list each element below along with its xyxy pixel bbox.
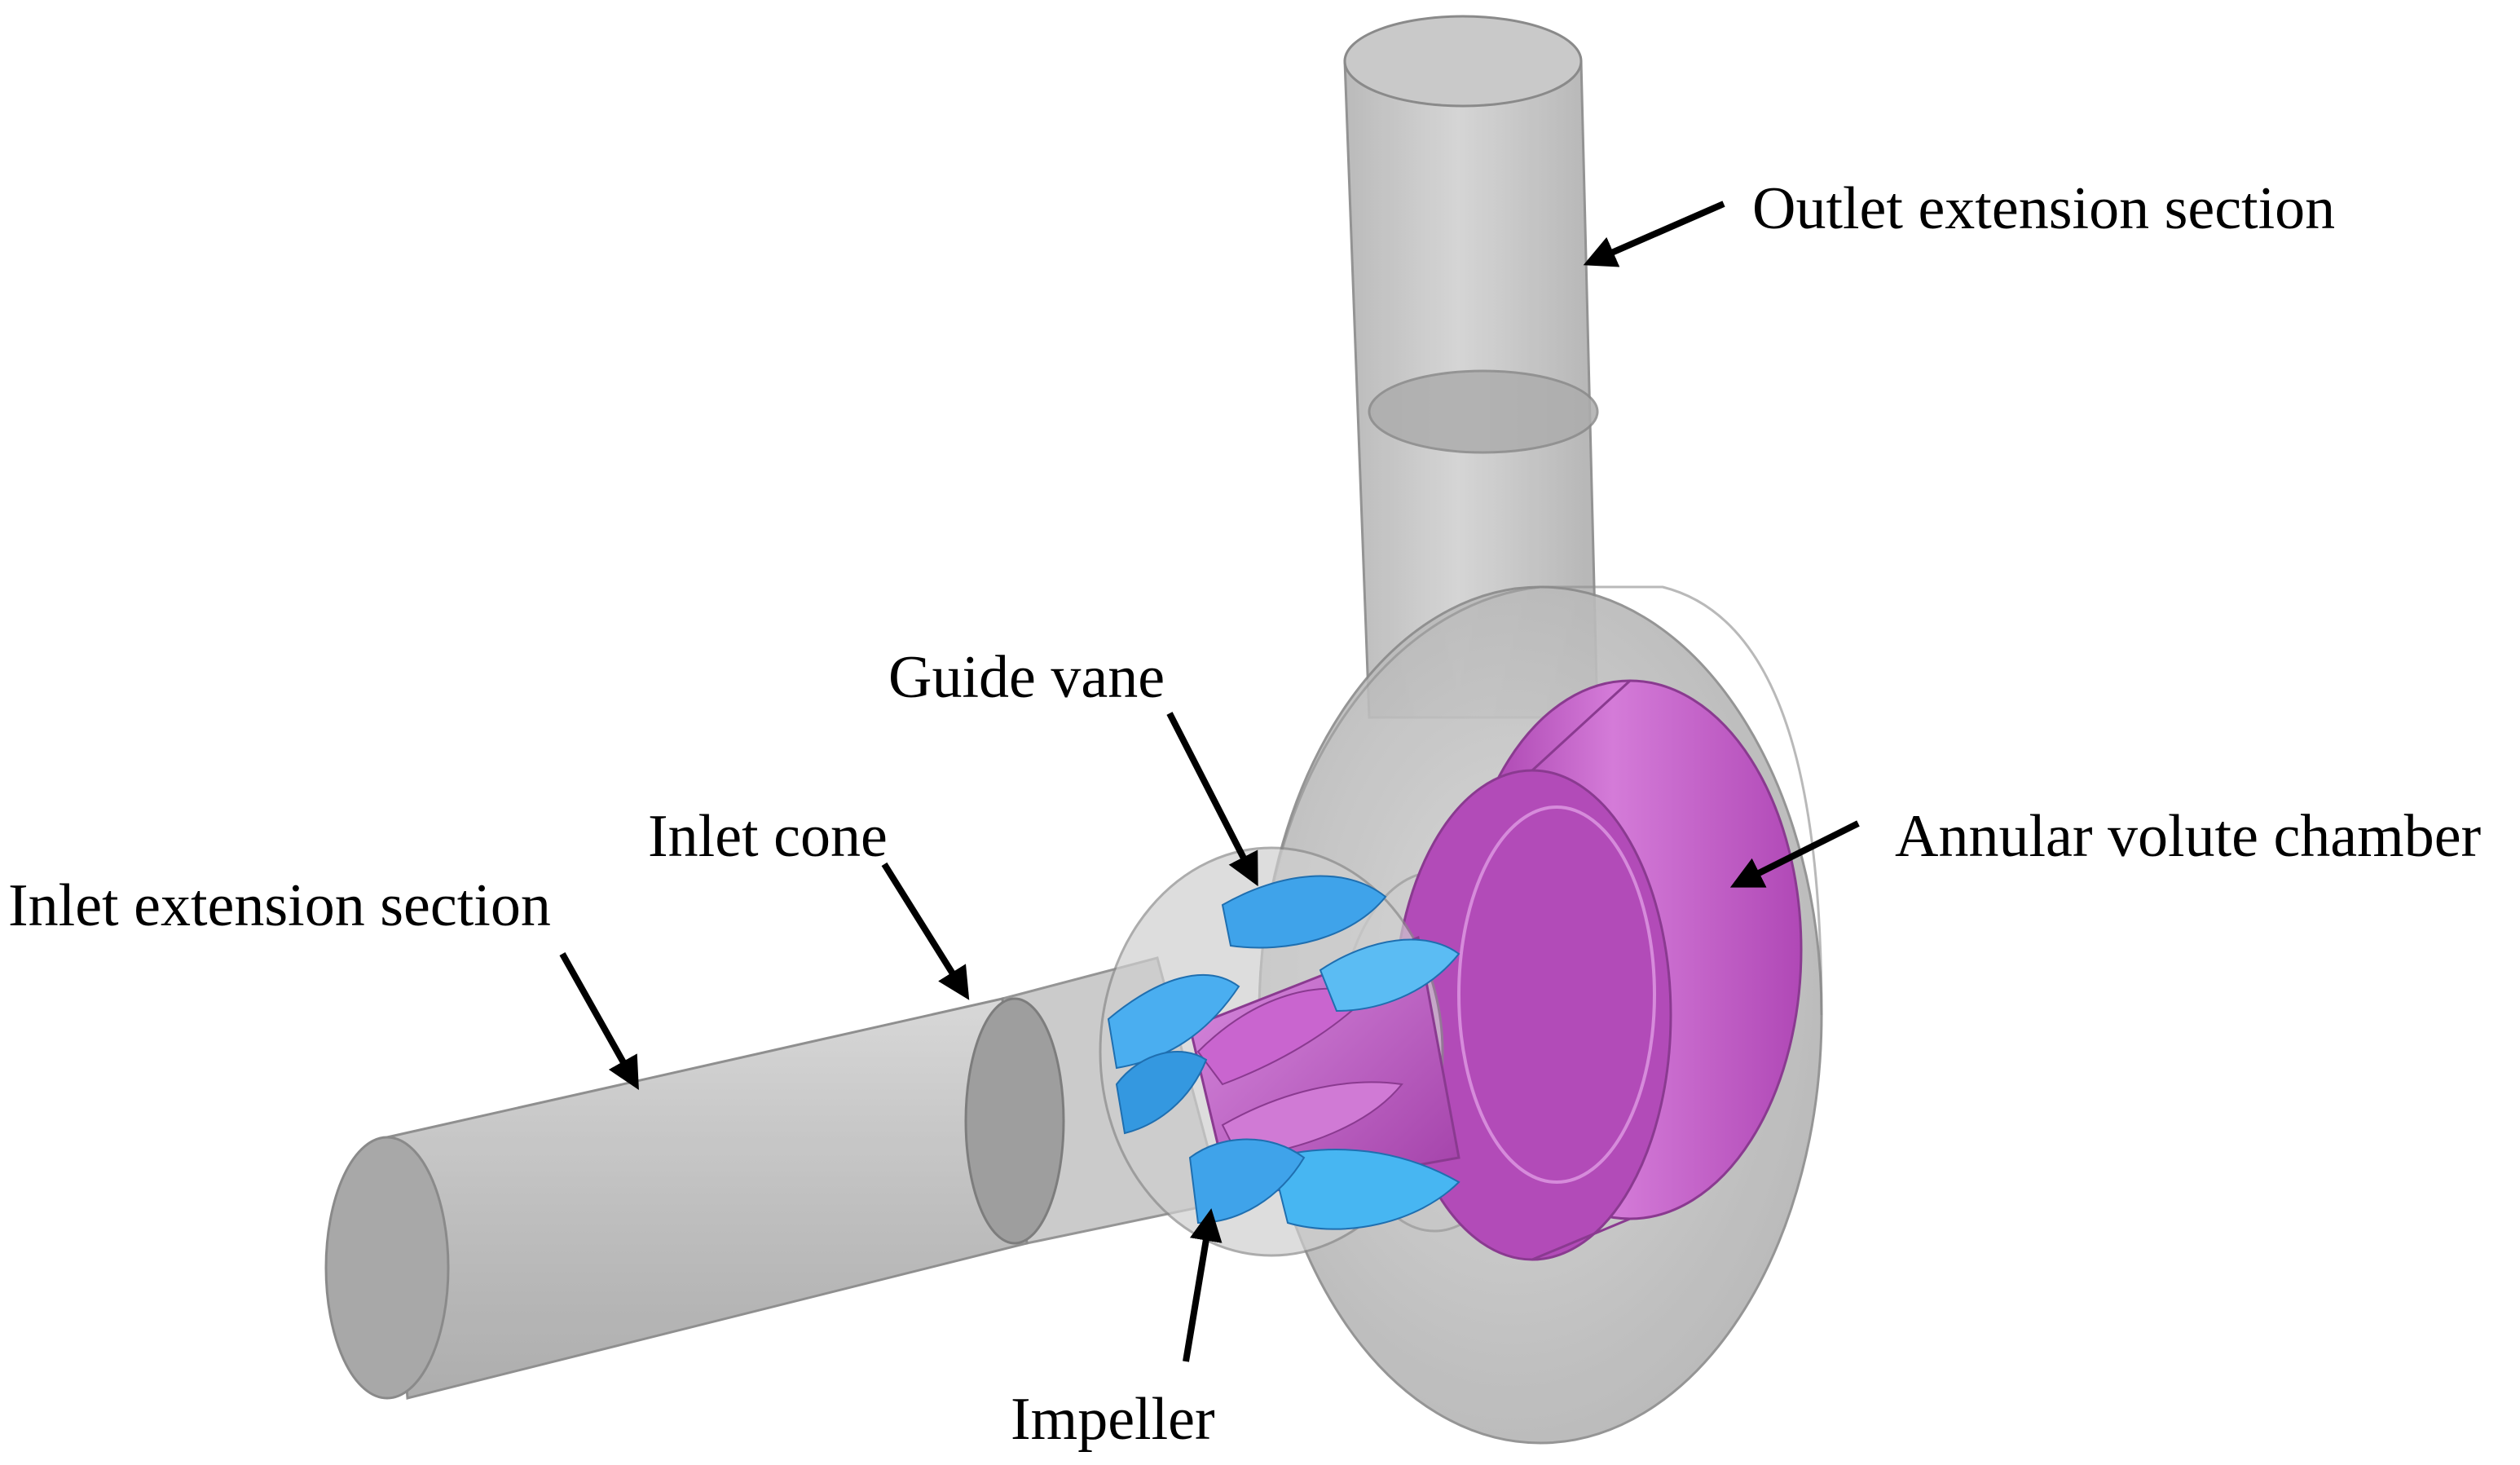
arrow-annular-volute	[1729, 820, 1860, 888]
labels: Outlet extension section Guide vane Annu…	[8, 175, 2481, 1453]
arrow-inlet-cone	[881, 862, 970, 1000]
inlet-extension-pipe	[324, 997, 1029, 1400]
arrow-inlet-extension	[559, 952, 639, 1090]
arrow-guide-vane	[1166, 712, 1258, 887]
arrow-impeller	[1183, 1208, 1223, 1362]
label-inlet-extension: Inlet extension section	[8, 872, 551, 939]
guide-vane-blade	[1319, 938, 1460, 1013]
callout-arrows	[559, 201, 1860, 1362]
label-impeller: Impeller	[1011, 1386, 1215, 1453]
guide-vane-blades	[1107, 875, 1460, 1230]
guide-vane-blade	[1188, 1138, 1306, 1225]
label-annular-volute: Annular volute chamber	[1895, 803, 2481, 870]
guide-vane-blade	[1115, 1051, 1208, 1135]
label-guide-vane: Guide vane	[888, 644, 1165, 711]
guide-vane-blade	[1270, 1149, 1460, 1230]
guide-vane-blade	[1221, 875, 1387, 949]
arrow-outlet-extension	[1583, 201, 1725, 267]
impeller	[1188, 935, 1460, 1200]
annular-volute-chamber	[1392, 679, 1803, 1261]
outlet-extension-pipe	[1343, 15, 1599, 719]
label-outlet-extension: Outlet extension section	[1752, 175, 2335, 242]
label-inlet-cone: Inlet cone	[648, 803, 888, 870]
